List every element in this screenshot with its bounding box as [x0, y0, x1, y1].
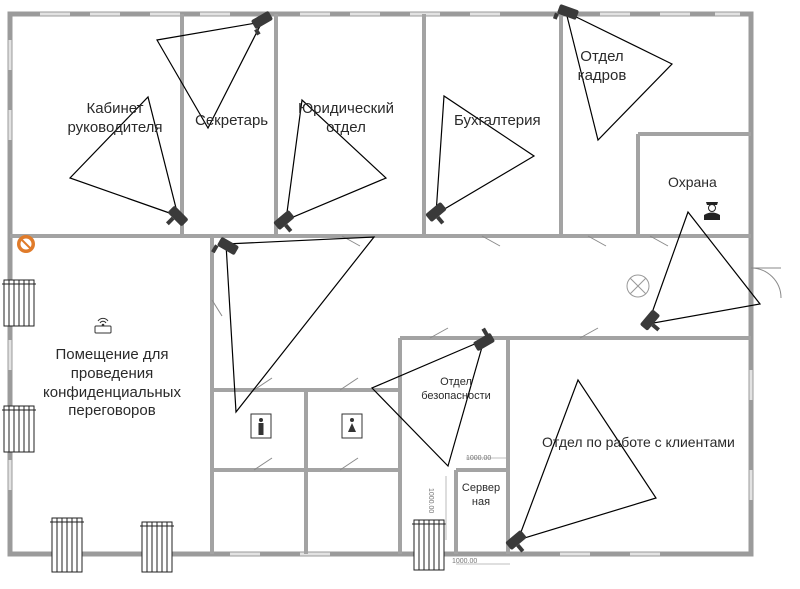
room-name: Помещение для проведения конфиденциальны…	[43, 346, 181, 420]
cctv-camera-icon	[211, 237, 239, 255]
dimension-label: 1000.00	[427, 488, 434, 514]
room-label-client-dept: Отдел по работе с клиентами	[542, 434, 735, 450]
cctv-camera-icon	[251, 11, 273, 36]
room-label-director-office: Кабинет руководителя	[50, 100, 180, 138]
room-label-secretary: Секретарь	[195, 112, 269, 129]
coverage-hr	[565, 10, 674, 142]
security-guard-icon	[704, 202, 720, 220]
cctv-camera-icon	[505, 530, 527, 553]
room-label-meeting-room: Помещение для проведения конфиденциальны…	[32, 346, 192, 421]
room-label-hr-dept: Отдел кадров	[572, 48, 632, 86]
cctv-camera-icon	[425, 202, 447, 225]
wifi-router-icon	[94, 317, 112, 334]
room-name: Отдел кадров	[577, 48, 627, 84]
room-name: Отдел безопасности	[421, 376, 491, 402]
cctv-cameras	[165, 4, 660, 553]
coverage-secretary	[156, 21, 264, 130]
coverage-accounting	[435, 94, 536, 216]
cctv-camera-icon	[273, 210, 295, 233]
room-label-security-post: Охрана	[668, 174, 717, 190]
room-label-server-room: Серверная	[460, 482, 502, 510]
doors	[211, 235, 782, 471]
room-label-legal-dept: Юридический отдел	[296, 100, 396, 138]
dimension-label: 1000.00	[466, 455, 492, 462]
toilet-icon	[250, 413, 272, 439]
coverage-legal	[285, 98, 388, 221]
coverage-clients	[517, 378, 657, 541]
room-name: Кабинет руководителя	[67, 100, 163, 136]
cctv-camera-icon	[473, 327, 495, 351]
cctv-camera-icon	[165, 206, 188, 226]
cctv-camera-icon	[552, 4, 579, 20]
radiator-icon	[2, 405, 36, 453]
dimension-lines	[445, 457, 510, 565]
camera-coverage	[68, 10, 762, 541]
toilet-icon	[341, 413, 363, 439]
radiator-icon	[140, 521, 174, 573]
radiator-icon	[2, 279, 36, 327]
room-name: Юридический отдел	[298, 100, 394, 136]
coverage-security-post	[647, 210, 762, 325]
room-name: Серверная	[461, 482, 501, 508]
ceiling-light-icon	[626, 274, 650, 298]
radiator-icon	[50, 517, 84, 573]
inner-walls	[10, 14, 751, 554]
room-label-accounting: Бухгалтерия	[454, 112, 541, 129]
radiator-icon	[412, 519, 446, 571]
windows	[8, 12, 753, 556]
room-label-security-dept: Отдел безопасности	[416, 376, 496, 404]
coverage-corridor	[225, 236, 376, 414]
cctv-camera-icon	[640, 309, 660, 332]
no-entry-icon	[17, 235, 35, 253]
radiators	[2, 279, 446, 573]
coverage-security-dept	[370, 338, 485, 468]
dimension-label: 1000.00	[452, 558, 478, 565]
coverage-director	[68, 95, 179, 217]
